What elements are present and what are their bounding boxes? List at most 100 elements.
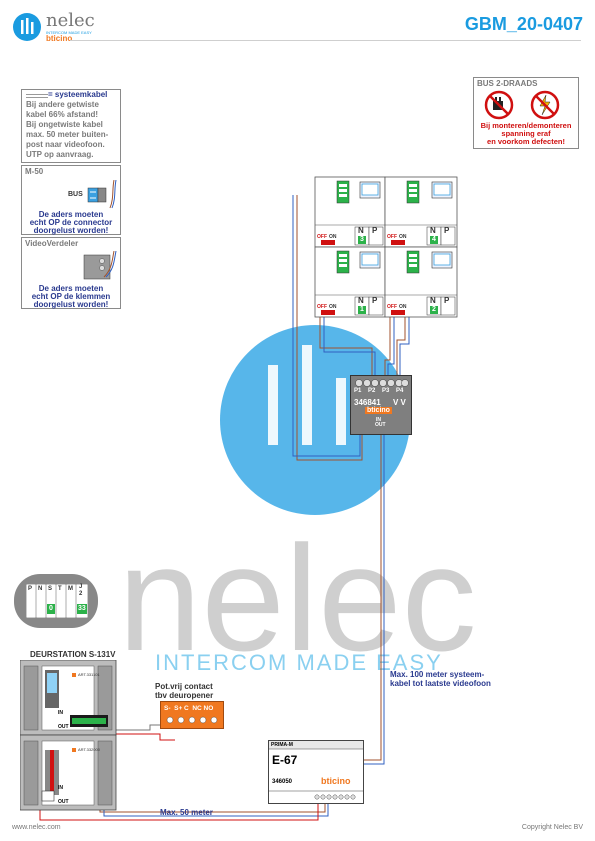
- monitor-4-num: 4: [432, 236, 436, 243]
- distributor-port-p4: P4: [396, 388, 404, 394]
- legend-line1: = systeemkabel: [48, 90, 108, 99]
- relay-label2: tbv deuropener: [155, 691, 214, 700]
- vv-title: VideoVerdeler: [25, 239, 79, 248]
- keypad-key-p: P: [28, 586, 33, 592]
- monitor-3-off: OFF: [317, 234, 327, 240]
- monitor-3-p: P: [372, 226, 378, 235]
- vv-note2: echt OP de klemmen: [31, 292, 111, 301]
- monitor-4-off: OFF: [387, 234, 397, 240]
- video-distributor[interactable]: P1 P2 P3 P4 346841 V V bticino IN OUT: [350, 375, 412, 435]
- distributor-type: V V: [393, 398, 406, 407]
- power-brand: bticino: [321, 776, 351, 786]
- keypad-key-s: S: [48, 586, 53, 592]
- bus-warning-box: BUS 2-DRAADS Bij monteren/demonteren spa…: [473, 77, 579, 149]
- keypad-key-sub: 2: [79, 591, 83, 597]
- m50-bus-label: BUS: [68, 191, 83, 198]
- distributor-port-p1: P1: [354, 388, 362, 394]
- door-station-in-bottom: IN: [58, 785, 63, 791]
- monitor-4[interactable]: OFF ON N P 4: [385, 177, 457, 247]
- nelec-logo[interactable]: nelec INTERCOM MADE EASY bticino: [12, 10, 102, 43]
- keypad-key-n: N: [38, 586, 43, 592]
- door-station-model-top: ART.331101: [78, 672, 100, 677]
- keypad-drawing: [26, 584, 88, 618]
- m50-title: M-50: [25, 167, 44, 176]
- keypad-key-t: T: [58, 586, 62, 592]
- cable-line-icon: [26, 94, 48, 98]
- monitor-3[interactable]: OFF ON N P 3: [315, 177, 385, 247]
- brand-tagline: INTERCOM MADE EASY: [46, 30, 92, 35]
- power-supply-drawing: [269, 741, 363, 800]
- door-station-in-top: IN: [58, 710, 63, 716]
- distributor-terminals: [355, 379, 409, 387]
- legend-line7: UTP op aanvraag.: [26, 150, 94, 159]
- distributor-brand: bticino: [365, 407, 392, 414]
- cable-legend-note: = systeemkabel Bij andere getwiste kabel…: [21, 89, 121, 163]
- relay-module[interactable]: S- S+ C NC NO: [160, 701, 224, 729]
- door-station-model-bottom: ART.332000: [78, 747, 100, 752]
- monitor-1-p: P: [372, 296, 378, 305]
- door-station-out-top: OUT: [58, 724, 69, 730]
- legend-line4: Bij ongetwiste kabel: [26, 120, 103, 129]
- monitor-1-n: N: [358, 296, 364, 305]
- power-code: 346050: [272, 779, 293, 785]
- vv-note3: doorgelust worden!: [33, 300, 109, 309]
- distributor-out: OUT: [375, 422, 386, 428]
- bus-warning-note3: en voorkom defecten!: [487, 137, 565, 146]
- power-model: E-67: [272, 753, 298, 767]
- header-divider: [70, 40, 581, 41]
- m50-connector-icon: [87, 180, 117, 209]
- watermark-circle: [220, 325, 410, 515]
- monitor-1[interactable]: OFF ON N P 1: [315, 247, 385, 317]
- m50-note2: echt OP de connector: [29, 218, 113, 227]
- monitor-3-n: N: [358, 226, 364, 235]
- distributor-port-p2: P2: [368, 388, 376, 394]
- monitor-1-num: 1: [360, 306, 364, 313]
- brand-partner: bticino: [46, 34, 73, 43]
- door-station[interactable]: ART.331101 ART.332000 IN OUT IN OUT: [20, 660, 117, 811]
- legend-line5: max. 50 meter buiten-: [26, 130, 109, 139]
- bus-warning-note1: Bij monteren/demonteren: [480, 121, 572, 130]
- power-supply[interactable]: PRIMA-M E-67 346050 bticino: [268, 740, 364, 804]
- max50-note: Max. 50 meter: [160, 808, 213, 817]
- m50-box: M-50 BUS De aders moeten echt OP de conn…: [21, 165, 121, 235]
- vv-note1: De aders moeten: [38, 284, 104, 293]
- monitor-2[interactable]: OFF ON N P 2: [385, 247, 457, 317]
- door-station-drawing: [20, 660, 117, 811]
- bus-warning-note2: spanning eraf: [501, 129, 551, 138]
- keypad-key-j: J: [79, 584, 83, 590]
- no-voltage-icon: [530, 90, 560, 120]
- door-station-out-bottom: OUT: [58, 799, 69, 805]
- monitor-1-on: ON: [329, 304, 337, 310]
- footer-url[interactable]: www.nelec.com: [12, 824, 61, 831]
- monitor-4-drawing: [385, 180, 457, 246]
- monitor-2-n: N: [430, 296, 436, 305]
- footer-copyright: Copyright Nelec BV: [521, 824, 583, 831]
- max100-note-line2: kabel tot laatste videofoon: [390, 679, 491, 688]
- monitor-4-n: N: [430, 226, 436, 235]
- monitor-4-p: P: [444, 226, 450, 235]
- relay-label1: Pot.vrij contact: [155, 682, 213, 691]
- vv-box: VideoVerdeler De aders moeten echt OP de…: [21, 237, 121, 309]
- config-keypad[interactable]: P N S T M J 2 0 33: [14, 574, 98, 628]
- monitor-2-drawing: [385, 250, 457, 316]
- brand-name: nelec: [46, 10, 95, 31]
- keypad-key-m: M: [68, 586, 73, 592]
- distributor-model: 346841: [354, 398, 381, 407]
- m50-note3: doorgelust worden!: [33, 226, 109, 235]
- monitor-2-on: ON: [399, 304, 407, 310]
- max100-note-line1: Max. 100 meter systeem-: [390, 670, 485, 679]
- bus-warning-title: BUS 2-DRAADS: [477, 79, 538, 88]
- vv-terminal-icon: [83, 251, 117, 280]
- keypad-val2: 33: [78, 605, 86, 612]
- distributor-port-p3: P3: [382, 388, 390, 394]
- nelec-logo-icon: [13, 13, 41, 41]
- monitor-2-off: OFF: [387, 304, 397, 310]
- monitor-2-p: P: [444, 296, 450, 305]
- watermark-word: nelec: [118, 514, 477, 682]
- watermark-tagline: INTERCOM MADE EASY: [155, 650, 443, 675]
- m50-note1: De aders moeten: [38, 210, 104, 219]
- monitor-4-on: ON: [399, 234, 407, 240]
- legend-line3: kabel 66% afstand!: [26, 110, 99, 119]
- monitor-2-num: 2: [432, 306, 436, 313]
